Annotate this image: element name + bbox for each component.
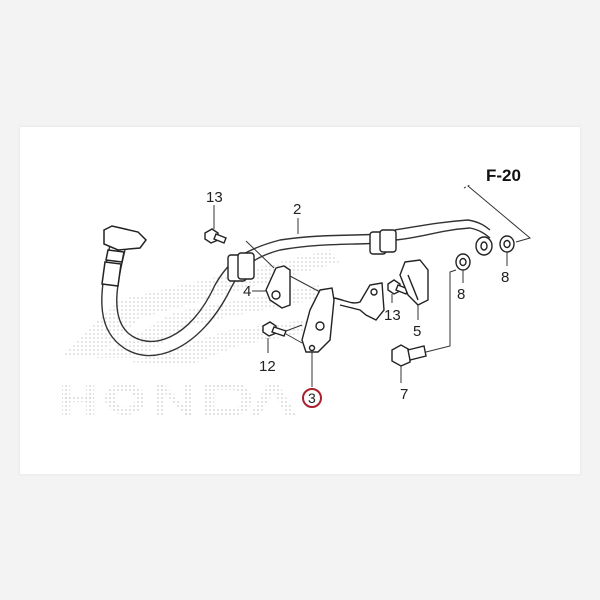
callout-5[interactable]: 5	[413, 323, 422, 340]
reference-label: F-20	[486, 166, 521, 185]
callout-12[interactable]: 12	[259, 358, 276, 375]
clip-part-5	[399, 259, 429, 306]
hose-part-2	[101, 219, 491, 357]
clip-part-4	[265, 265, 291, 309]
callout-4[interactable]: 4	[243, 283, 252, 300]
callout-2[interactable]: 2	[293, 201, 302, 218]
callout-8-left[interactable]: 8	[457, 286, 466, 303]
leader-lines	[213, 184, 532, 387]
callout-7[interactable]: 7	[400, 386, 409, 403]
bolts	[204, 228, 427, 367]
hose-clamps	[227, 229, 493, 282]
hose-end-fitting	[101, 225, 147, 287]
callout-13-right[interactable]: 13	[384, 307, 401, 324]
callout-3[interactable]: 3	[308, 390, 316, 406]
bracket-part-3	[301, 282, 385, 353]
highlight-circle	[302, 388, 322, 408]
honda-text-watermark	[62, 383, 296, 415]
callout-13-top[interactable]: 13	[206, 189, 223, 206]
callout-8-right[interactable]: 8	[501, 269, 510, 286]
